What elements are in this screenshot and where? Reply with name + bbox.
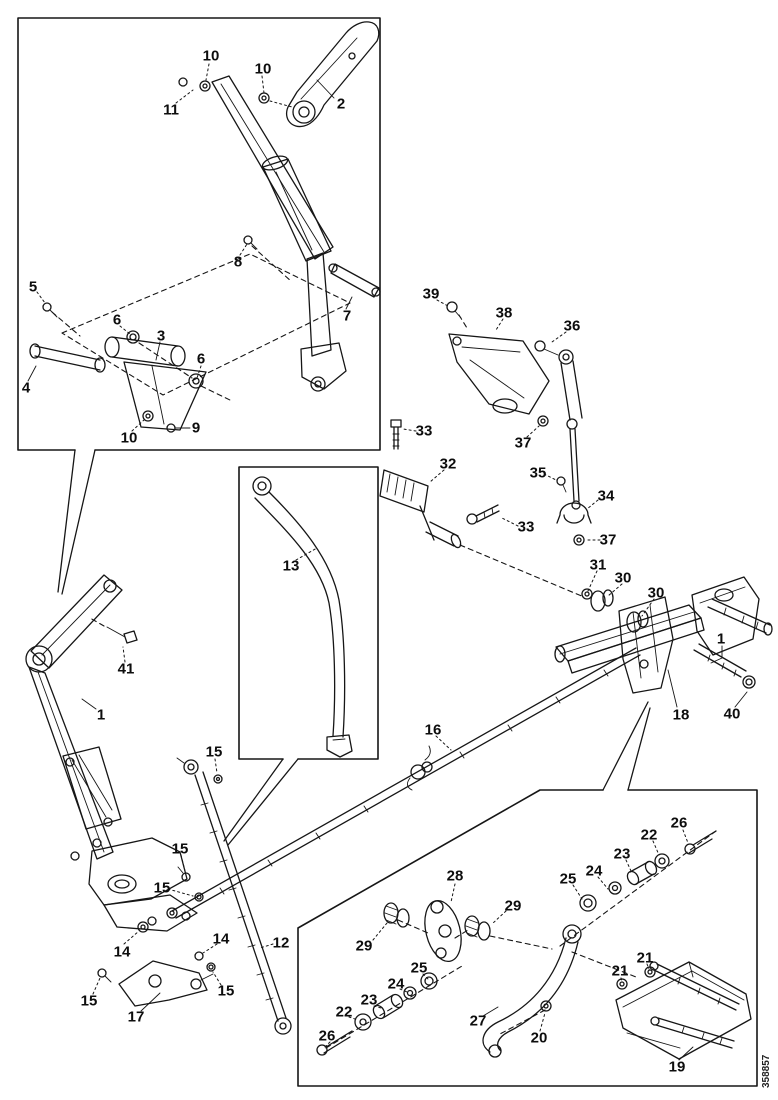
callout-37-22: 37 [600, 532, 617, 549]
callout-15-33: 15 [206, 744, 223, 761]
callout-21-57: 21 [612, 963, 629, 980]
callout-32-17: 32 [440, 456, 457, 473]
callout-22-48: 22 [641, 827, 658, 844]
callout-22-53: 22 [336, 1004, 353, 1021]
callout-25-50: 25 [411, 960, 428, 977]
callout-41-26: 41 [118, 661, 135, 678]
inset-box-rod-detail [223, 466, 379, 846]
callout-15-39: 15 [81, 993, 98, 1010]
inset-box-linkage-detail [297, 701, 758, 1087]
callout-23-52: 23 [361, 992, 378, 1009]
callout-6-7: 6 [113, 312, 121, 329]
callout-1-27: 1 [97, 707, 105, 724]
main-rod-12 [176, 757, 292, 1035]
main-hardware-14-15 [97, 774, 223, 983]
callout-15-34: 15 [172, 841, 189, 858]
callout-13-32: 13 [283, 558, 300, 575]
callout-4-10: 4 [22, 380, 31, 397]
callout-12-41: 12 [273, 935, 290, 952]
callout-14-37: 14 [213, 931, 230, 948]
callout-31-23: 31 [590, 557, 607, 574]
callout-15-35: 15 [154, 880, 171, 897]
callout-21-58: 21 [637, 950, 654, 967]
callout-26-49: 26 [671, 815, 688, 832]
callout-33-16: 33 [416, 423, 433, 440]
callout-11-2: 11 [163, 102, 179, 119]
callout-25-45: 25 [560, 871, 577, 888]
callout-24-46: 24 [586, 863, 603, 880]
inset-lift-arm-parts [29, 21, 381, 433]
callout-29-43: 29 [505, 898, 522, 915]
callout-29-44: 29 [356, 938, 373, 955]
leader-lines-dotted [36, 63, 689, 1048]
callout-20-56: 20 [531, 1030, 548, 1047]
callout-30-25: 30 [648, 585, 665, 602]
callout-15-38: 15 [218, 983, 235, 1000]
callout-10-0: 10 [203, 48, 220, 65]
callout-23-47: 23 [614, 846, 631, 863]
callout-28-42: 28 [447, 868, 464, 885]
callout-34-20: 34 [598, 488, 615, 505]
main-frame-assembly [554, 576, 773, 694]
callout-10-11: 10 [121, 430, 138, 447]
callout-18-29: 18 [673, 707, 690, 724]
callout-2-3: 2 [337, 96, 345, 113]
callout-19-59: 19 [669, 1059, 686, 1076]
callout-30-24: 30 [615, 570, 632, 587]
callout-16-31: 16 [425, 722, 442, 739]
callout-35-19: 35 [530, 465, 547, 482]
callout-36-15: 36 [564, 318, 581, 335]
inset-box-lift-arm-detail [17, 17, 381, 595]
callout-37-18: 37 [515, 435, 532, 452]
callout-5-6: 5 [29, 279, 37, 296]
callout-1-28: 1 [717, 631, 725, 648]
callout-7-5: 7 [343, 308, 351, 325]
main-lift-arm-left [25, 574, 198, 932]
callout-27-55: 27 [470, 1013, 487, 1030]
callout-24-51: 24 [388, 976, 405, 993]
callout-9-12: 9 [192, 420, 200, 437]
callout-8-4: 8 [234, 254, 242, 271]
image-number: 358857 [761, 1054, 772, 1088]
main-rod-16 [166, 647, 641, 919]
callout-10-1: 10 [255, 61, 272, 78]
inset-linkage-parts [316, 830, 752, 1060]
callout-40-30: 40 [724, 706, 741, 723]
callout-17-40: 17 [128, 1009, 145, 1026]
leader-lines-solid [27, 79, 748, 1061]
callout-3-8: 3 [157, 328, 165, 345]
callout-14-36: 14 [114, 944, 131, 961]
inset-rod-13 [252, 476, 353, 758]
callout-33-21: 33 [518, 519, 535, 536]
callout-6-9: 6 [197, 351, 205, 368]
main-bellcrank-17 [118, 960, 214, 1007]
callout-38-14: 38 [496, 305, 513, 322]
callout-26-54: 26 [319, 1028, 336, 1045]
main-bracket-cluster-32-39 [379, 301, 592, 598]
callout-39-13: 39 [423, 286, 440, 303]
